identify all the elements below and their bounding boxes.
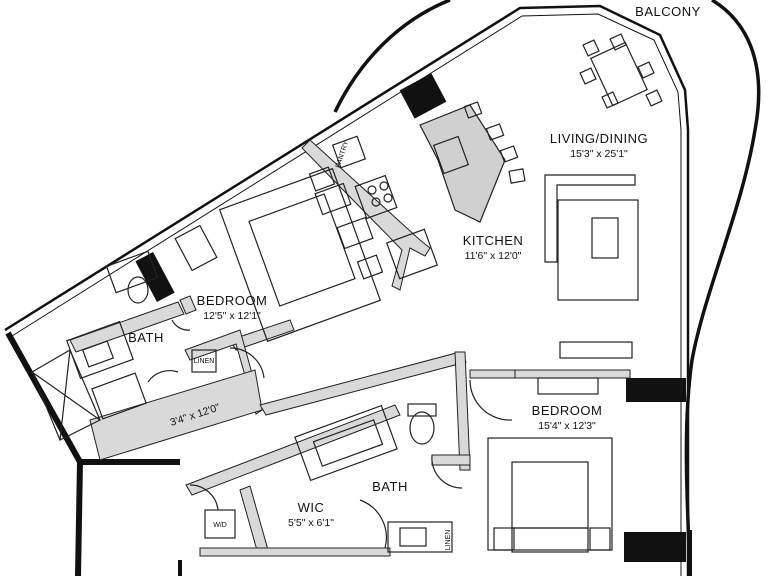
bath-2-label: BATH: [372, 479, 408, 494]
living-furniture: [544, 174, 639, 359]
wic-laundry: [204, 509, 236, 539]
exterior-wall-bottom-right: [178, 530, 692, 576]
kitchen-label: KITCHEN: [463, 233, 524, 248]
wic-dims: 5'5" x 6'1": [288, 517, 334, 529]
exterior-wall-window: [4, 4, 690, 576]
hall-closet: [191, 349, 217, 373]
column: [626, 378, 686, 402]
door-swings: [147, 319, 513, 549]
interior-walls: [69, 139, 631, 557]
kitchen-fixtures: [331, 101, 526, 280]
kitchen-island: [419, 104, 506, 223]
balcony-railing: [333, 0, 761, 576]
bedroom-1-label: BEDROOM: [197, 293, 268, 308]
bedroom-2-dims: 15'4" x 12'3": [538, 420, 596, 432]
dining-set: [579, 33, 663, 109]
living-dining-label: LIVING/DINING: [550, 131, 648, 146]
living-dining-dims: 15'3" x 25'1": [570, 148, 628, 160]
bedroom-2-furniture: [487, 377, 613, 553]
bath-2-fixtures: [294, 403, 453, 553]
wic-label: WIC: [298, 500, 325, 515]
bedroom-1-furniture: [174, 166, 384, 343]
pantry-label: PANTRY: [335, 140, 350, 169]
bath-1-fixtures: [31, 250, 159, 441]
linen-2-label: LINEN: [445, 530, 452, 551]
column: [399, 73, 447, 119]
linen-1-label: LINEN: [194, 358, 215, 365]
exterior-wall-window-inner: [11, 13, 682, 576]
bath-1-label: BATH: [128, 330, 164, 345]
kitchen-dims: 11'6" x 12'0": [465, 250, 522, 262]
column: [135, 251, 175, 303]
wd-label: W/D: [213, 522, 227, 529]
exterior-wall-left: [5, 331, 84, 576]
balcony-label: BALCONY: [635, 4, 701, 19]
column: [624, 532, 686, 562]
bedroom-1-dims: 12'5" x 12'1": [203, 310, 261, 322]
bedroom-2-label: BEDROOM: [532, 403, 603, 418]
